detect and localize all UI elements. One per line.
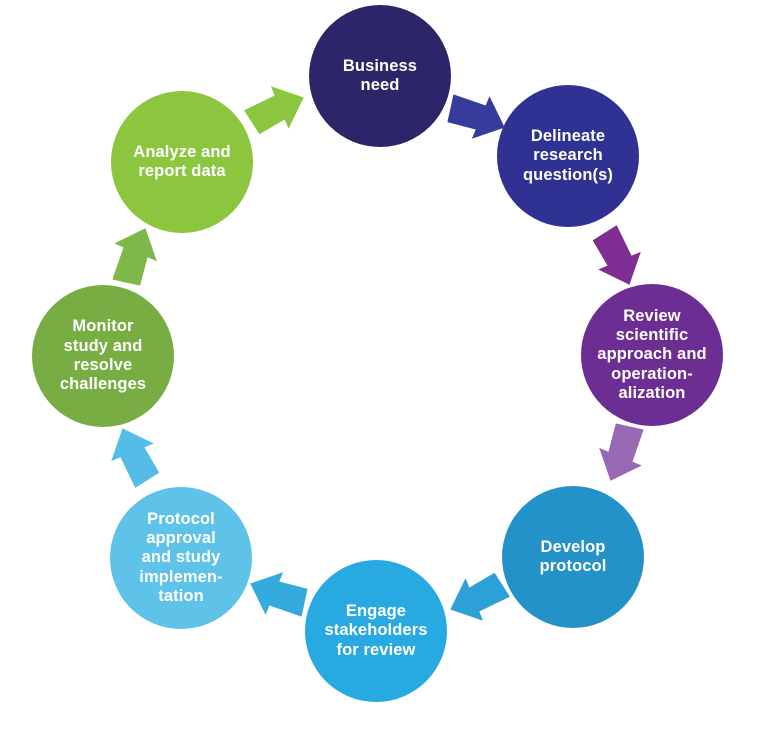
node-engage-stakeholders-label: Engage stakeholders for review	[324, 602, 428, 659]
arrow-approval-to-monitor-icon	[98, 416, 171, 495]
node-review-scientific-approach: Review scientific approach and operation…	[581, 284, 723, 426]
node-develop-protocol: Develop protocol	[502, 486, 644, 628]
arrow-develop-to-engage-icon	[438, 562, 517, 635]
node-develop-protocol-label: Develop protocol	[539, 537, 607, 575]
arrow-analyze-to-business-icon	[236, 73, 315, 146]
node-engage-stakeholders: Engage stakeholders for review	[305, 560, 447, 702]
node-monitor-study-label: Monitor study and resolve challenges	[59, 317, 147, 394]
node-protocol-approval-implementation-label: Protocol approval and study implemen- ta…	[139, 509, 223, 605]
node-review-scientific-approach-label: Review scientific approach and operation…	[597, 306, 707, 402]
node-business-need: Business need	[309, 5, 451, 147]
node-protocol-approval-implementation: Protocol approval and study implemen- ta…	[110, 487, 252, 629]
node-monitor-study: Monitor study and resolve challenges	[32, 285, 174, 427]
node-delineate-research-questions-label: Delineate research question(s)	[522, 127, 613, 184]
arrow-business-to-delineate-icon	[437, 80, 516, 153]
node-business-need-label: Business need	[342, 56, 418, 94]
arrow-review-to-develop-icon	[586, 413, 659, 492]
node-analyze-report-data-label: Analyze and report data	[133, 142, 231, 180]
arrow-monitor-to-analyze-icon	[98, 216, 171, 295]
node-delineate-research-questions: Delineate research question(s)	[497, 85, 639, 227]
node-analyze-report-data: Analyze and report data	[111, 91, 253, 233]
arrow-delineate-to-review-icon	[582, 217, 655, 296]
arrow-engage-to-approval-icon	[238, 559, 317, 632]
